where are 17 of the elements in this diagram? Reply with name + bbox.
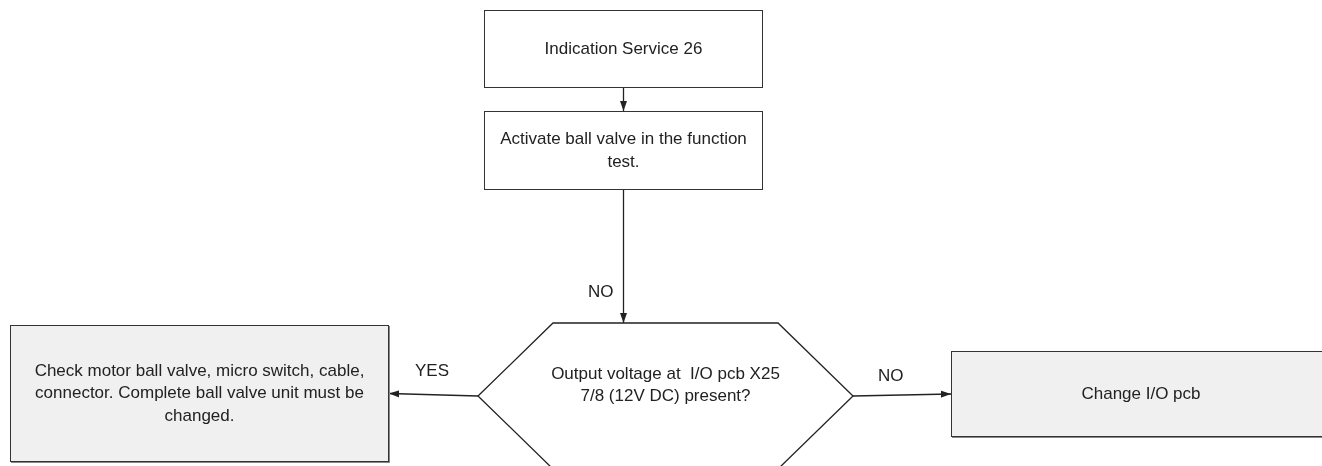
node-text: Change I/O pcb bbox=[1080, 382, 1202, 405]
arrow bbox=[852, 390, 952, 398]
node-text: Output voltage at I/O pcb X25 7/8 (12V DC) present? bbox=[550, 363, 781, 408]
decision-hexagon bbox=[478, 323, 853, 466]
process-box bbox=[951, 351, 1322, 437]
process-box bbox=[484, 111, 763, 190]
edge-label: NO bbox=[588, 282, 614, 302]
edge-label: NO bbox=[878, 366, 904, 386]
arrow bbox=[619, 189, 628, 324]
process-box bbox=[484, 10, 763, 88]
arrow bbox=[619, 87, 628, 112]
node-text: Indication Service 26 bbox=[543, 37, 704, 60]
arrow bbox=[388, 390, 479, 398]
process-box bbox=[10, 325, 389, 462]
node-text: Activate ball valve in the function test. bbox=[499, 128, 748, 173]
node-text: Check motor ball valve, micro switch, cable, connector. Complete ball valve unit must be changed. bbox=[33, 360, 366, 427]
edge-label: YES bbox=[415, 361, 450, 381]
